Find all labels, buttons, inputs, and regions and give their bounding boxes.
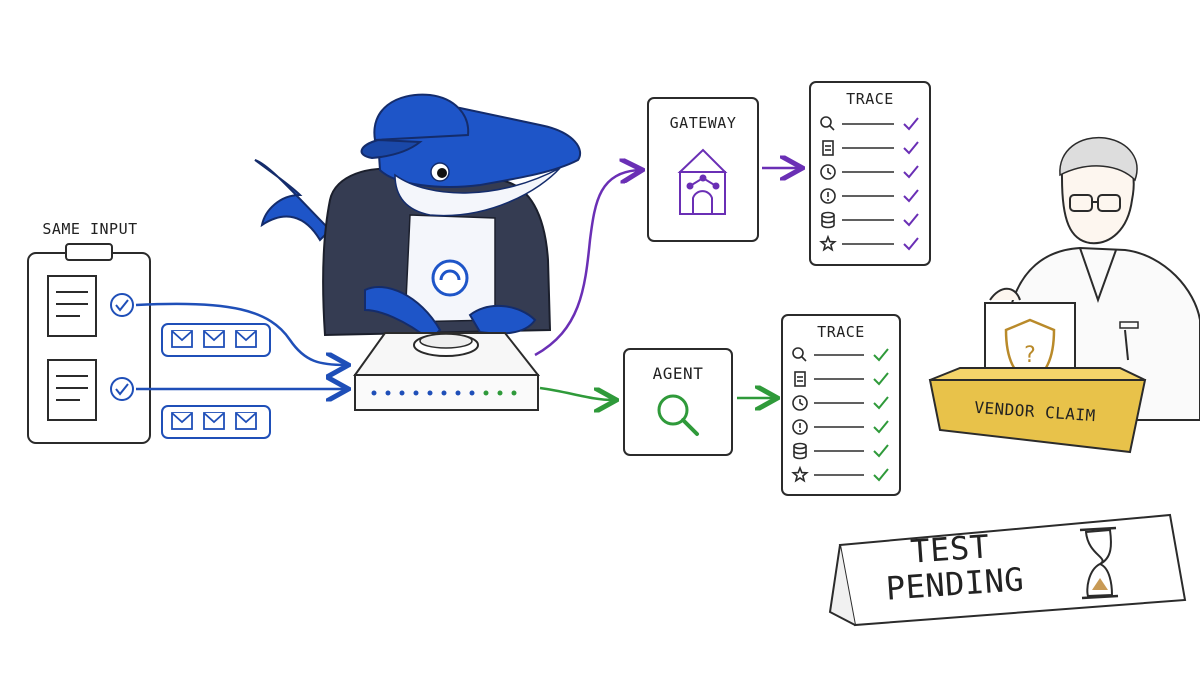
- question-mark-icon: ?: [1024, 343, 1036, 368]
- document-icon: [822, 140, 834, 156]
- trace-bottom-title: TRACE: [817, 323, 865, 341]
- router-device: [353, 332, 541, 411]
- trace-row: [820, 164, 919, 180]
- logo-badge-icon: [431, 259, 469, 297]
- document-icon: [47, 275, 97, 337]
- agent-arrow: [539, 386, 614, 400]
- check-icon: [903, 213, 919, 227]
- database-icon: [793, 442, 807, 460]
- search-icon: [657, 394, 699, 436]
- gateway-arrow: [534, 170, 640, 357]
- whale-mascot: [254, 93, 582, 342]
- document-icon: [47, 359, 97, 421]
- star-icon: [819, 234, 837, 252]
- trace-row: [821, 211, 919, 229]
- check-icon: [873, 348, 889, 362]
- gateway-label: GATEWAY: [669, 114, 737, 132]
- gateway-icon: [677, 148, 728, 215]
- document-icon: [794, 371, 806, 387]
- check-icon: [873, 420, 889, 434]
- check-icon: [873, 444, 889, 458]
- check-icon: [903, 141, 919, 155]
- trace-row: [791, 465, 889, 483]
- search-icon: [820, 116, 835, 131]
- check-icon: [873, 372, 889, 386]
- check-icon: [903, 165, 919, 179]
- status-lights: [371, 390, 517, 396]
- check-circle-icon: [110, 377, 134, 401]
- trace-card-bottom: [781, 314, 901, 496]
- hourglass-icon: [1079, 526, 1119, 600]
- envelope-group: [161, 323, 271, 357]
- clipboard: [27, 243, 151, 444]
- clock-icon: [792, 395, 808, 411]
- trace-row: [820, 188, 919, 204]
- check-icon: [873, 396, 889, 410]
- star-icon: [791, 465, 809, 483]
- check-icon: [903, 237, 919, 251]
- envelope-group: [161, 405, 271, 439]
- trace-row: [793, 442, 889, 460]
- alert-icon: [792, 419, 808, 435]
- gateway-box: [647, 97, 759, 242]
- trace-row: [792, 347, 889, 362]
- trace-row: [822, 140, 919, 156]
- alert-icon: [820, 188, 836, 204]
- database-icon: [821, 211, 835, 229]
- trace-card-top: [809, 81, 931, 266]
- test-pending-sign: [828, 513, 1187, 627]
- input-arrow: [135, 302, 346, 365]
- clock-icon: [820, 164, 836, 180]
- agent-label: AGENT: [652, 364, 704, 383]
- trace-row: [820, 116, 919, 131]
- vendor-claim-tray: [928, 367, 1147, 454]
- trace-row: [819, 234, 919, 252]
- check-icon: [903, 117, 919, 131]
- trace-row: [794, 371, 889, 387]
- trace-row: [792, 419, 889, 435]
- check-icon: [873, 468, 889, 482]
- search-icon: [792, 347, 807, 362]
- trace-row: [792, 395, 889, 411]
- check-icon: [903, 189, 919, 203]
- check-circle-icon: [110, 293, 134, 317]
- agent-box: [623, 348, 733, 456]
- trace-top-title: TRACE: [846, 90, 894, 108]
- same-input-label: SAME INPUT: [42, 220, 138, 238]
